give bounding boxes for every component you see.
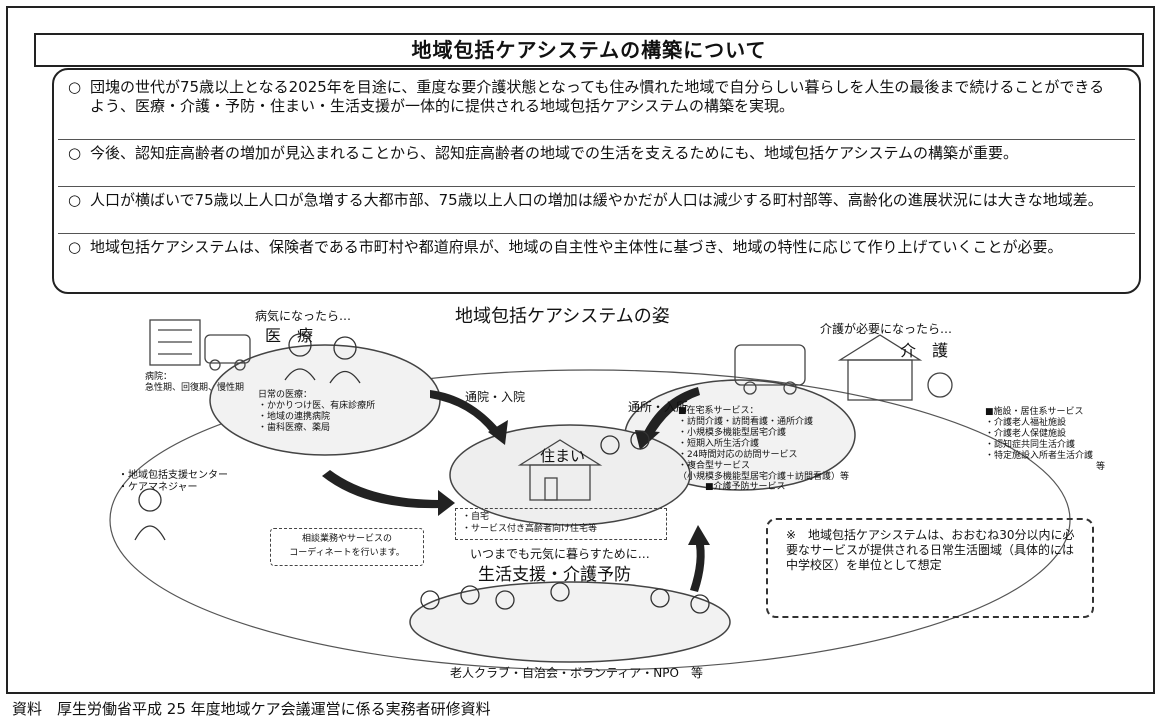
arrow-icon bbox=[642, 387, 700, 440]
point-text: 団塊の世代が75歳以上となる2025年を目途に、重度な要介護状態となっても住み慣… bbox=[90, 78, 1105, 115]
facility-service-line: ・認知症共同生活介護 bbox=[985, 440, 1076, 450]
arrow-icon bbox=[690, 538, 705, 592]
nurse-icon bbox=[333, 336, 357, 360]
coordination-line: 相談業務やサービスの bbox=[301, 534, 392, 544]
people-icons bbox=[134, 333, 710, 614]
title-box: 地域包括ケアシステムの構築について bbox=[34, 33, 1144, 67]
coordination-box: 相談業務やサービスの コーディネートを行います。 bbox=[270, 528, 424, 566]
diagram-title: 地域包括ケアシステムの姿 bbox=[455, 306, 670, 327]
housing-box: ・自宅 ・サービス付き高齢者向け住宅等 bbox=[455, 508, 667, 540]
daily-line: ・歯科医療、薬局 bbox=[258, 423, 331, 433]
home-service-line: ・訪問介護・訪問看護・通所介護 bbox=[678, 417, 814, 427]
arrow-head-icon bbox=[488, 420, 508, 445]
area-note-box bbox=[766, 518, 1094, 618]
care-vehicle-icon bbox=[734, 344, 806, 386]
volunteer-icon bbox=[650, 588, 670, 608]
home-service-line: ・24時間対応の訪問サービス bbox=[678, 450, 798, 460]
point-1: ○ 団塊の世代が75歳以上となる2025年を目途に、重度な要介護状態となっても住… bbox=[68, 78, 1118, 116]
care-manager-icon bbox=[138, 488, 162, 512]
doctor-icon bbox=[288, 333, 312, 357]
area-note: ※ 地域包括ケアシステムは、おおむね30分以内に必要なサービスが提供される日常生… bbox=[786, 528, 1075, 572]
arrow-icons bbox=[322, 387, 710, 592]
region-outline bbox=[109, 369, 1071, 671]
daily-medical-info: 日常の医療： ・かかりつけ医、有床診療所 ・地域の連携病院 ・歯科医療、薬局 bbox=[258, 390, 428, 434]
daily-line: ・かかりつけ医、有床診療所 bbox=[258, 401, 376, 411]
arrow-label-medical: 通院・入院 bbox=[465, 390, 526, 404]
housing-label: 住まい bbox=[540, 447, 586, 465]
support-line: ・ケアマネジャー bbox=[118, 482, 198, 493]
point-4: ○ 地域包括ケアシステムは、保険者である市町村や都道府県が、地域の自主性や主体性… bbox=[68, 238, 1118, 257]
housing-line: ・自宅 bbox=[462, 512, 490, 522]
medical-heading: 医 療 bbox=[265, 326, 314, 345]
housing-line: ・サービス付き高齢者向け住宅等 bbox=[462, 524, 598, 534]
ambulance-icon bbox=[204, 334, 251, 364]
arrow-head-icon bbox=[438, 490, 455, 516]
arrow-icon bbox=[322, 470, 440, 509]
divider bbox=[58, 139, 1135, 140]
home-service-line: ・複合型サービス bbox=[678, 461, 751, 471]
volunteer-icon bbox=[690, 594, 710, 614]
volunteer-icon bbox=[460, 585, 480, 605]
point-2: ○ 今後、認知症高齢者の増加が見込まれることから、認知症高齢者の地域での生活を支… bbox=[68, 144, 1118, 163]
wheelchair-icon bbox=[927, 372, 953, 398]
hospital-info: 病院： 急性期、回復期、慢性期 bbox=[145, 372, 285, 394]
daily-line: 日常の医療： bbox=[258, 390, 313, 400]
life-groups: 老人クラブ・自治会・ボランティア・NPO 等 bbox=[450, 666, 703, 680]
house-icon bbox=[529, 464, 591, 501]
home-services-info: ■在宅系サービス： ・訪問介護・訪問看護・通所介護 ・小規模多機能型居宅介護 ・… bbox=[678, 406, 853, 483]
bullet-circle-icon: ○ bbox=[68, 78, 82, 96]
facility-service-line: 等 bbox=[1095, 462, 1105, 472]
source-caption: 資料 厚生労働省平成 25 年度地域ケア会議運営に係る実務者研修資料 bbox=[12, 700, 491, 718]
life-caption: いつまでも元気に暮らすために… bbox=[470, 547, 650, 561]
daily-line: ・地域の連携病院 bbox=[258, 412, 331, 422]
point-text: 今後、認知症高齢者の増加が見込まれることから、認知症高齢者の地域での生活を支える… bbox=[90, 144, 1019, 162]
hospital-line: 病院： bbox=[145, 372, 173, 382]
elderly-icon bbox=[630, 430, 650, 450]
facility-service-line: ・介護老人保健施設 bbox=[985, 429, 1067, 439]
facility-service-line: ■施設・居住系サービス bbox=[985, 407, 1084, 417]
page-title: 地域包括ケアシステムの構築について bbox=[411, 38, 767, 62]
life-ellipse bbox=[409, 581, 731, 663]
medical-caption: 病気になったら… bbox=[255, 309, 352, 323]
point-text: 地域包括ケアシステムは、保険者である市町村や都道府県が、地域の自主性や主体性に基… bbox=[90, 238, 1063, 256]
divider bbox=[58, 186, 1135, 187]
elderly-icon bbox=[600, 435, 620, 455]
point-3: ○ 人口が横ばいで75歳以上人口が急増する大都市部、75歳以上人口の増加は緩やか… bbox=[68, 191, 1118, 210]
facility-service-line: ・特定施設入所者生活介護 bbox=[985, 451, 1094, 461]
figure-frame bbox=[6, 6, 1155, 694]
support-line: ・地域包括支援センター bbox=[118, 470, 228, 481]
home-service-line: ■在宅系サービス： bbox=[678, 406, 759, 416]
home-ellipse bbox=[449, 424, 691, 526]
volunteer-icon bbox=[550, 582, 570, 602]
divider bbox=[58, 233, 1135, 234]
arrow-label-care: 通所・入所 bbox=[628, 400, 689, 414]
points-box: ○ 団塊の世代が75歳以上となる2025年を目途に、重度な要介護状態となっても住… bbox=[52, 68, 1141, 294]
care-heading: 介 護 bbox=[900, 341, 949, 360]
support-center-info: ・地域包括支援センター ・ケアマネジャー bbox=[118, 470, 288, 494]
life-heading: 生活支援・介護予防 bbox=[478, 565, 631, 585]
home-service-line: （小規模多機能型居宅介護＋訪問看護）等 bbox=[678, 472, 850, 482]
arrow-head-icon bbox=[688, 525, 710, 545]
home-service-line: ・小規模多機能型居宅介護 bbox=[678, 428, 787, 438]
care-facility-icon bbox=[847, 359, 913, 401]
facility-services-info: ■施設・居住系サービス ・介護老人福祉施設 ・介護老人保健施設 ・認知症共同生活… bbox=[985, 407, 1115, 473]
arrow-head-icon bbox=[635, 430, 660, 450]
arrow-icon bbox=[430, 390, 500, 434]
facility-service-line: ・介護老人福祉施設 bbox=[985, 418, 1067, 428]
prevention-service: ■介護予防サービス bbox=[705, 482, 786, 492]
coordination-line: コーディネートを行います。 bbox=[289, 548, 405, 558]
bullet-circle-icon: ○ bbox=[68, 238, 82, 256]
home-service-line: ・短期入所生活介護 bbox=[678, 439, 760, 449]
hospital-line: 急性期、回復期、慢性期 bbox=[145, 383, 245, 393]
point-text: 人口が横ばいで75歳以上人口が急増する大都市部、75歳以上人口の増加は緩やかだが… bbox=[90, 191, 1103, 209]
bullet-circle-icon: ○ bbox=[68, 144, 82, 162]
volunteer-icon bbox=[420, 590, 440, 610]
bullet-circle-icon: ○ bbox=[68, 191, 82, 209]
care-caption: 介護が必要になったら… bbox=[820, 322, 953, 336]
volunteer-icon bbox=[495, 590, 515, 610]
hospital-building-icon bbox=[149, 319, 201, 366]
